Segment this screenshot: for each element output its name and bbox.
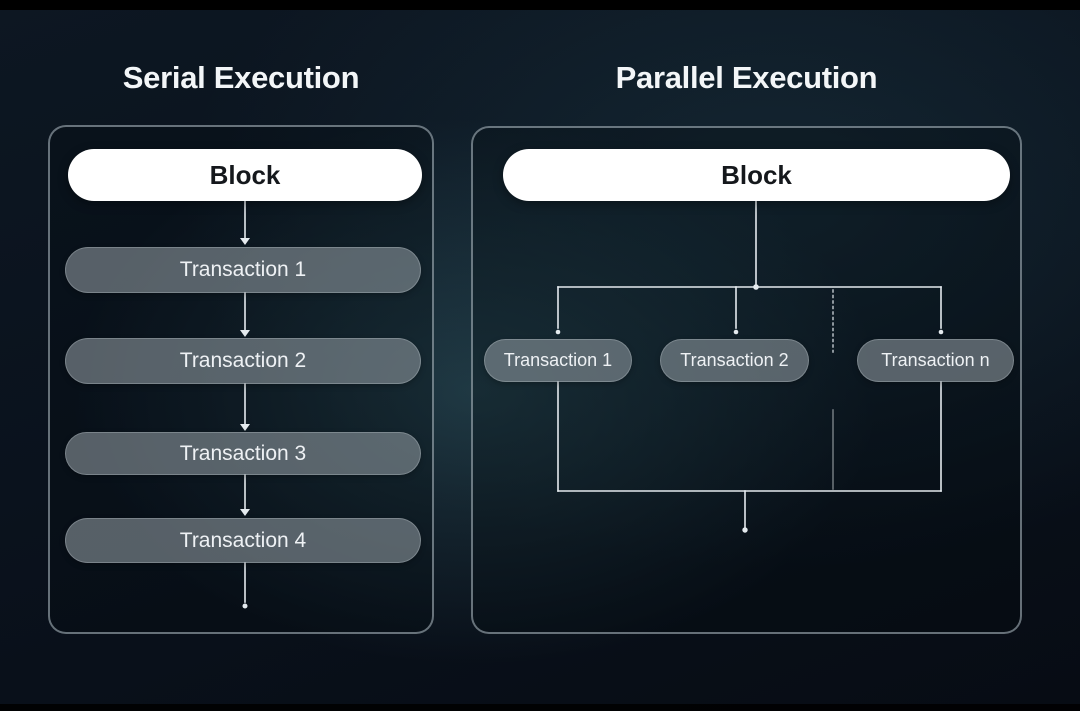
arrow-down-icon [240,238,250,245]
arrow-end-dot-icon [242,603,248,609]
parallel-title: Parallel Execution [615,60,878,95]
parallel-flow-connectors [555,200,944,533]
transaction-label: Transaction 1 [179,258,307,281]
top-letterbox-bar [0,0,1080,10]
transaction-label: Transaction 3 [179,441,307,465]
serial-transaction-node-1: Transaction 1 [65,247,421,293]
arrow-end-dot-icon [733,329,739,335]
serial-transaction-node-3: Transaction 3 [65,432,421,475]
branch-junction-dot-icon [753,284,759,290]
arrow-end-dot-icon [742,527,748,533]
transaction-label: Transaction 4 [179,528,307,552]
serial-block-label: Block [209,159,281,190]
arrow-down-icon [240,509,250,516]
serial-transaction-node-2: Transaction 2 [65,338,421,384]
transaction-label: Transaction n [881,350,990,370]
parallel-transaction-node-n: Transaction n [857,339,1014,382]
serial-block-node: Block [68,149,422,201]
parallel-panel: Block Transaction 1 Transaction 2 Transa… [471,126,1022,634]
parallel-block-node: Block [503,149,1010,201]
parallel-transaction-node-2: Transaction 2 [660,339,809,382]
arrow-down-icon [240,424,250,431]
arrow-end-dot-icon [555,329,561,335]
serial-title: Serial Execution [122,60,360,95]
arrow-end-dot-icon [938,329,944,335]
serial-transaction-node-4: Transaction 4 [65,518,421,563]
arrow-down-icon [240,330,250,337]
bottom-letterbox-bar [0,704,1080,711]
transaction-label: Transaction 2 [179,349,307,372]
parallel-transaction-node-1: Transaction 1 [484,339,632,382]
serial-panel: Block Transaction 1 Transaction 2 Transa… [48,125,434,634]
transaction-label: Transaction 1 [503,350,613,370]
parallel-block-label: Block [721,159,792,190]
transaction-label: Transaction 2 [680,350,789,370]
